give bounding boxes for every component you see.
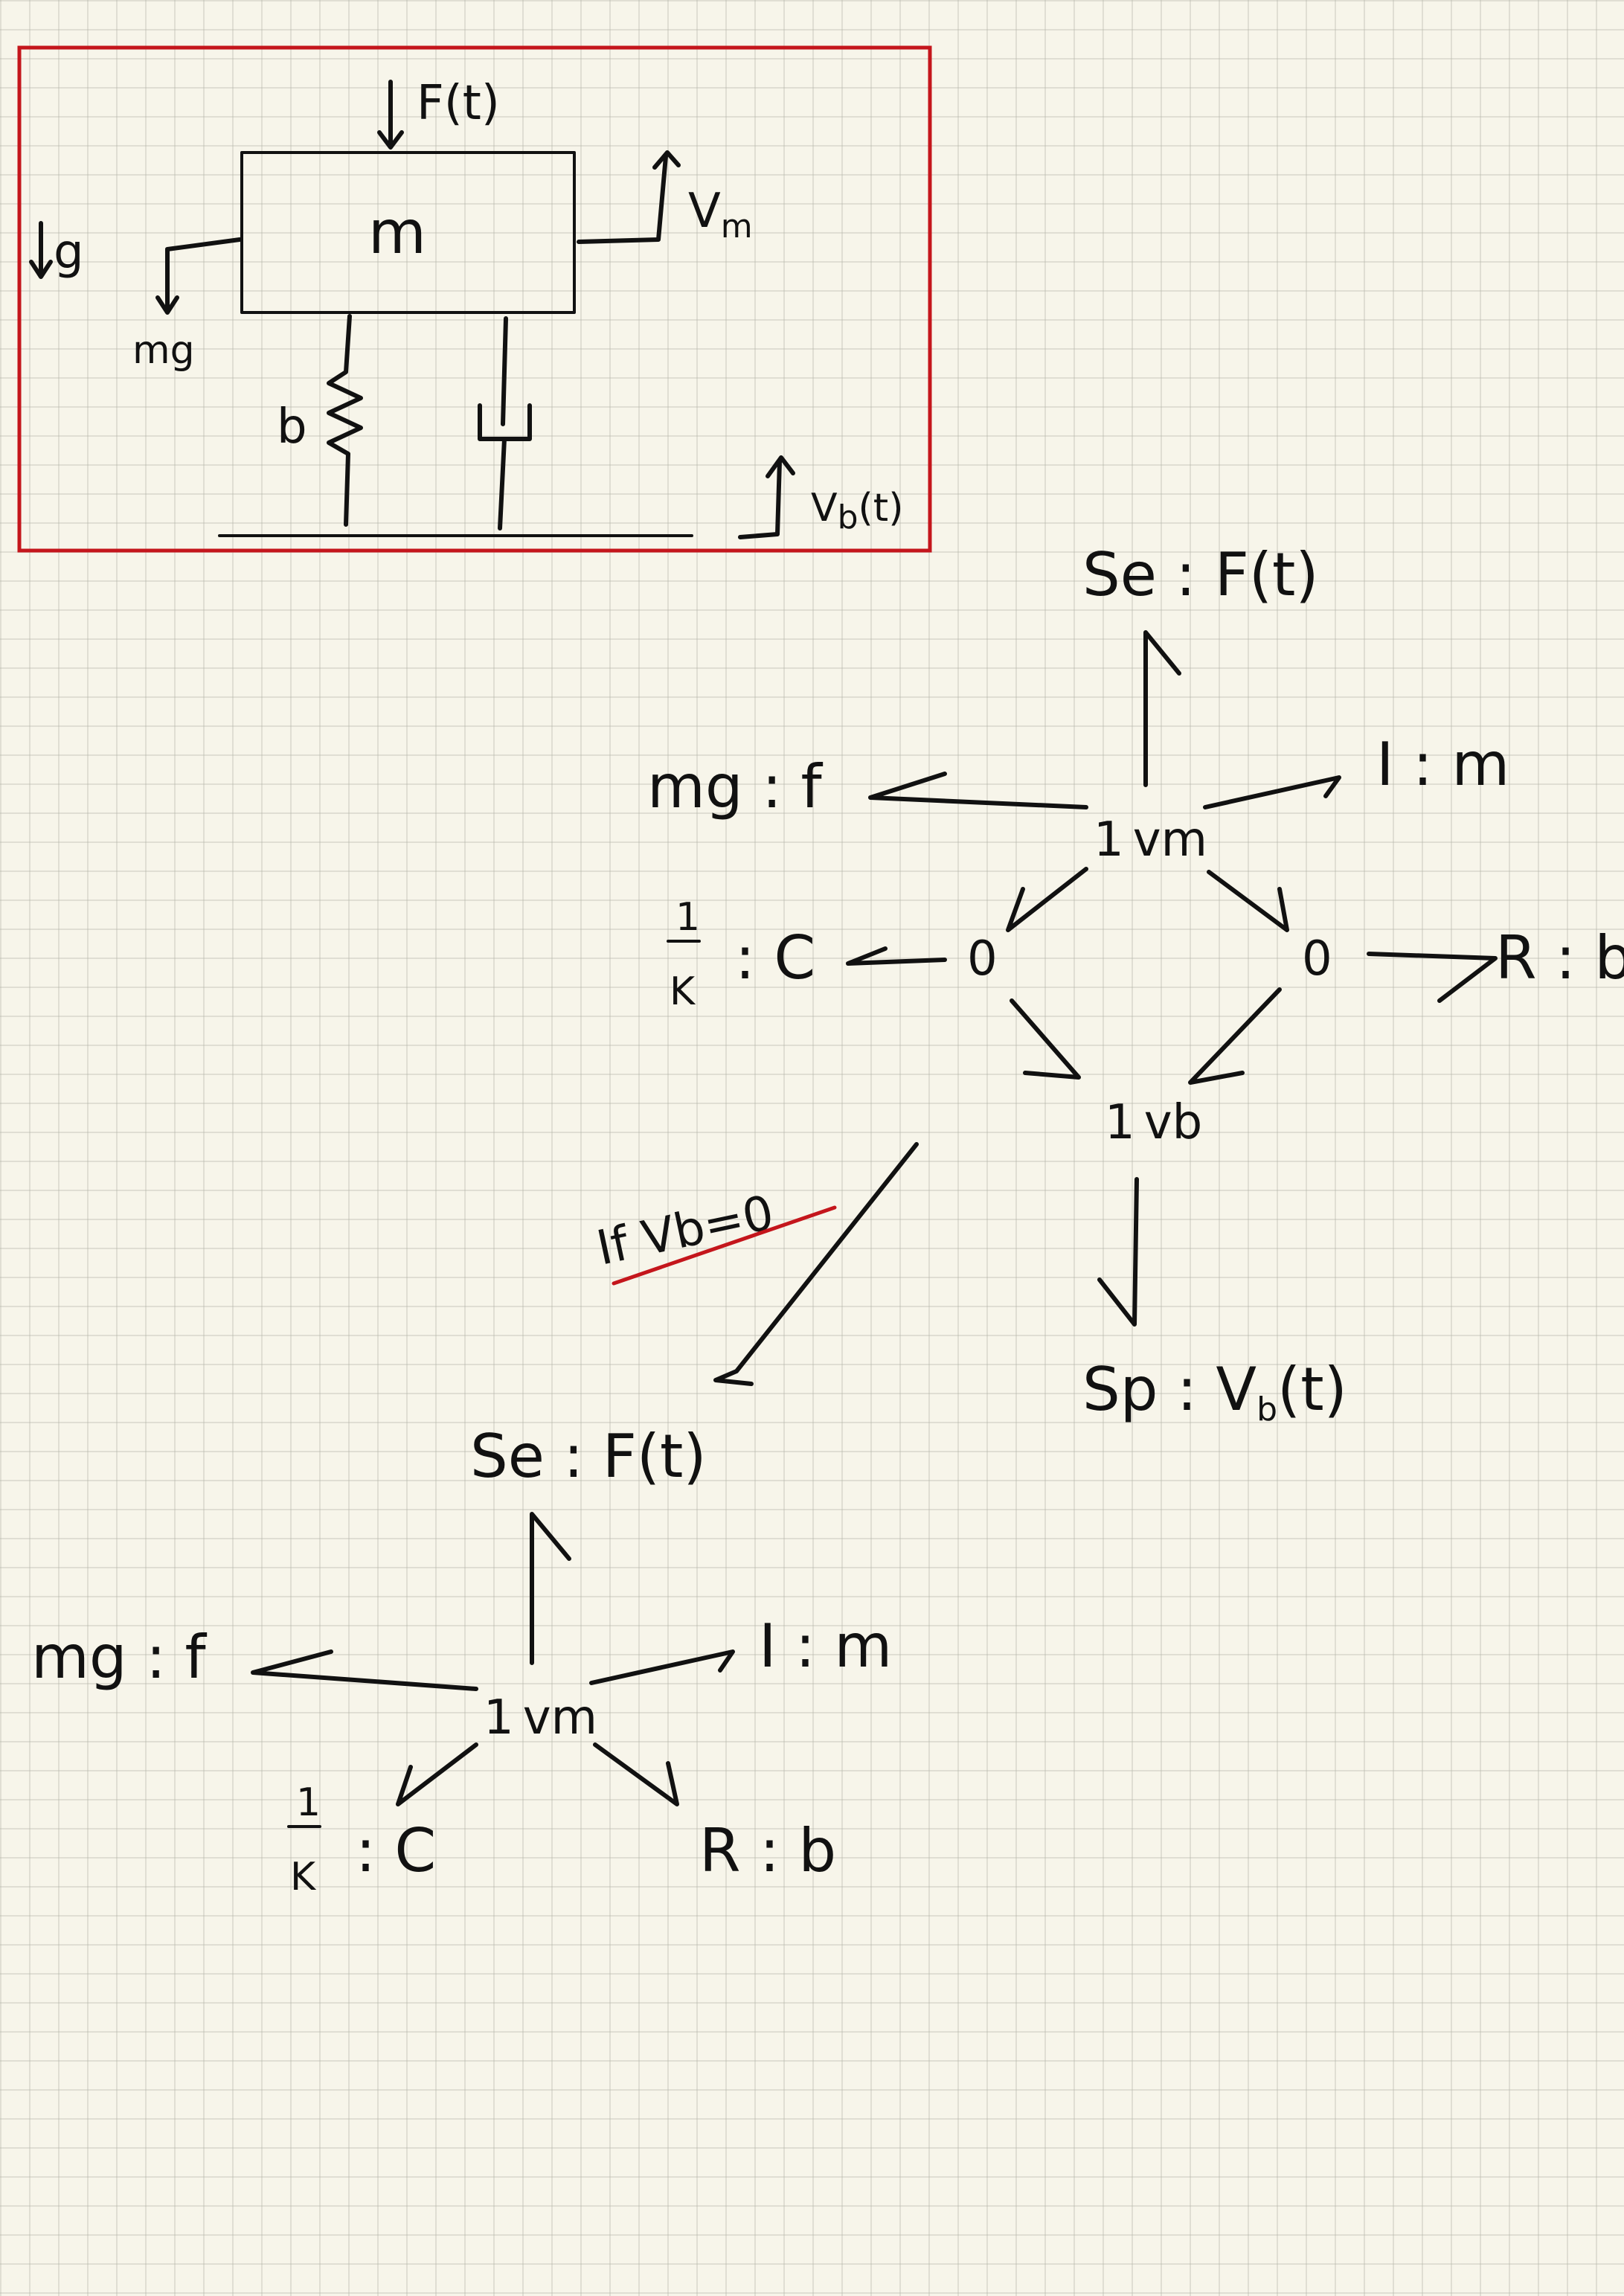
mass-velocity-arrow — [577, 150, 681, 244]
full-compliance-den: K — [670, 969, 696, 1014]
full-compliance-num: 1 — [675, 895, 700, 940]
bond-compliance — [846, 946, 947, 966]
force-label: F(t) — [417, 76, 500, 131]
mechanical-schematic: F(t) m g mg Vm b Vb(t) — [17, 45, 932, 553]
reduced-inertia: I : m — [759, 1612, 892, 1681]
bond-resistance — [1367, 952, 1498, 1003]
bond-effort-source — [1143, 630, 1181, 787]
mass-label: m — [368, 198, 426, 267]
bond-flow-source — [1097, 1177, 1139, 1327]
reduced-compliance-num: 1 — [296, 1780, 321, 1825]
base-velocity-label: Vb(t) — [811, 486, 903, 536]
reduced-bond-inertia — [589, 1649, 735, 1685]
bond-mass-to-zero-left — [1006, 867, 1088, 932]
bond-gravity-source — [868, 772, 1088, 809]
weight-label: mg — [132, 328, 195, 373]
full-effort-source: Se : F(t) — [1082, 540, 1319, 609]
full-zero-right: 0 — [1302, 931, 1332, 987]
mass-block — [240, 151, 576, 314]
reduced-resistance: R : b — [699, 1816, 836, 1885]
gravity-label: g — [54, 225, 84, 280]
full-zero-left: 0 — [967, 931, 998, 987]
base-velocity-arrow — [738, 455, 795, 539]
schematic-frame — [17, 45, 932, 553]
reduced-gravity-source: mg : f — [31, 1623, 208, 1692]
condition-underline — [612, 1205, 837, 1286]
reduced-bond-resistance — [593, 1742, 679, 1806]
reduced-compliance-den: K — [290, 1855, 317, 1899]
spring — [327, 314, 363, 527]
simplification-arrow — [713, 1142, 919, 1386]
full-inertia: I : m — [1376, 730, 1509, 799]
spring-label: b — [277, 400, 307, 455]
full-gravity-source: mg : f — [647, 752, 824, 821]
force-arrow — [377, 80, 404, 150]
full-resistance: R : b — [1495, 923, 1624, 993]
gravity-arrow — [29, 221, 53, 279]
full-compliance: : C — [735, 923, 815, 993]
damper — [478, 316, 532, 530]
condition-label: If Vb=0 — [592, 1185, 779, 1276]
simplification-step: If Vb=0 — [592, 1142, 919, 1386]
bond-zero-left-to-base — [1010, 998, 1081, 1080]
reduced-bond-compliance — [396, 1742, 478, 1806]
bond-mass-to-zero-right — [1207, 870, 1289, 932]
bond-zero-right-to-base — [1188, 987, 1282, 1085]
reduced-bond-effort-source — [530, 1512, 571, 1665]
mass-velocity-label: Vm — [688, 184, 753, 246]
full-flow-source: Sp : Vb(t) — [1082, 1355, 1347, 1428]
reduced-compliance: : C — [356, 1816, 436, 1885]
reduced-effort-source: Se : F(t) — [470, 1422, 707, 1491]
bond-inertia — [1203, 775, 1341, 809]
weight-arrow — [155, 237, 242, 315]
reduced-bond-gravity-source — [251, 1649, 478, 1691]
